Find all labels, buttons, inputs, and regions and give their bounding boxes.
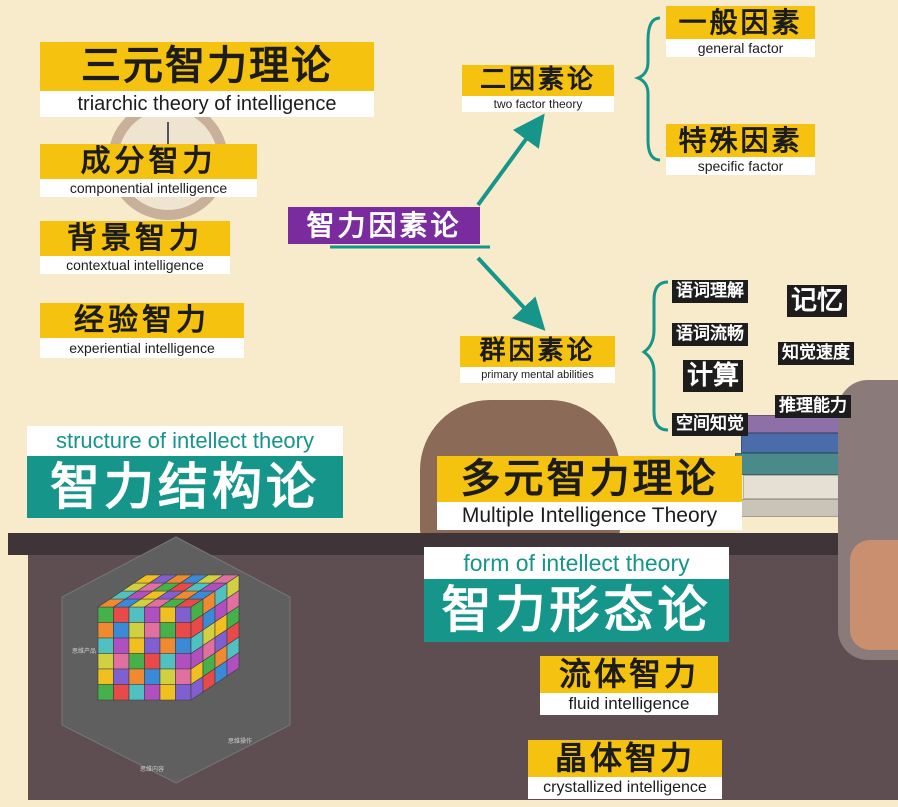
specific-factor-subtitle: specific factor (666, 157, 815, 175)
crystallized-subtitle: crystallized intelligence (528, 777, 722, 799)
mi-title: 多元智力理论 (437, 456, 742, 502)
contextual-subtitle: contextual intelligence (40, 256, 230, 274)
triarchic-subtitle: triarchic theory of intelligence (40, 91, 374, 117)
foi-subtitle: form of intellect theory (424, 547, 729, 579)
experiential-subtitle: experiential intelligence (40, 338, 244, 358)
arrow-to-pma (476, 256, 546, 331)
general-factor-title: 一般因素 (666, 6, 815, 39)
ability-memory: 记忆 (787, 285, 848, 317)
crystallized-title: 晶体智力 (528, 740, 722, 777)
soi-title: 智力结构论 (27, 456, 343, 518)
two-factor-subtitle: two factor theory (462, 96, 614, 112)
mi-subtitle: Multiple Intelligence Theory (437, 502, 742, 530)
contextual-title: 背景智力 (40, 221, 230, 256)
triarchic-title: 三元智力理论 (40, 42, 374, 91)
foi-title: 智力形态论 (424, 579, 729, 642)
brace-two-factor (633, 16, 661, 162)
ability-verbal-comprehension: 语词理解 (672, 280, 748, 303)
ability-number: 计算 (683, 360, 744, 392)
person-hand (850, 540, 898, 650)
fluid-title: 流体智力 (540, 656, 718, 693)
pma-subtitle: primary mental abilities (460, 367, 615, 383)
ability-spatial: 空间知觉 (672, 413, 748, 436)
axis-label: 思维产品 (72, 647, 96, 655)
axis-label: 思维内容 (140, 765, 164, 773)
structure-of-intellect-cube-illustration: 思维产品 思维内容 思维操作 (61, 536, 291, 784)
two-factor-title: 二因素论 (462, 65, 614, 96)
general-factor-subtitle: general factor (666, 39, 815, 57)
cube-cell (226, 651, 240, 677)
cube-axis-labels: 思维产品 思维内容 思维操作 (72, 647, 252, 773)
clock-hand (167, 122, 169, 152)
arrow-to-two-factor (476, 113, 545, 207)
pma-title: 群因素论 (460, 336, 615, 367)
componential-subtitle: componential intelligence (40, 179, 257, 197)
axis-label: 思维操作 (228, 737, 252, 745)
factor-theory-title: 智力因素论 (288, 207, 480, 244)
cube-side-face (190, 574, 240, 701)
fluid-subtitle: fluid intelligence (540, 693, 718, 715)
ability-word-fluency: 语词流畅 (672, 323, 748, 346)
ability-reasoning: 推理能力 (775, 395, 851, 418)
soi-subtitle: structure of intellect theory (27, 426, 343, 456)
cube-top-face (97, 574, 240, 608)
experiential-title: 经验智力 (40, 303, 244, 338)
specific-factor-title: 特殊因素 (666, 124, 815, 157)
ability-perceptual-speed: 知觉速度 (778, 342, 854, 365)
componential-title: 成分智力 (40, 144, 257, 179)
cube-front-face (97, 606, 192, 701)
brace-pma (641, 280, 669, 432)
